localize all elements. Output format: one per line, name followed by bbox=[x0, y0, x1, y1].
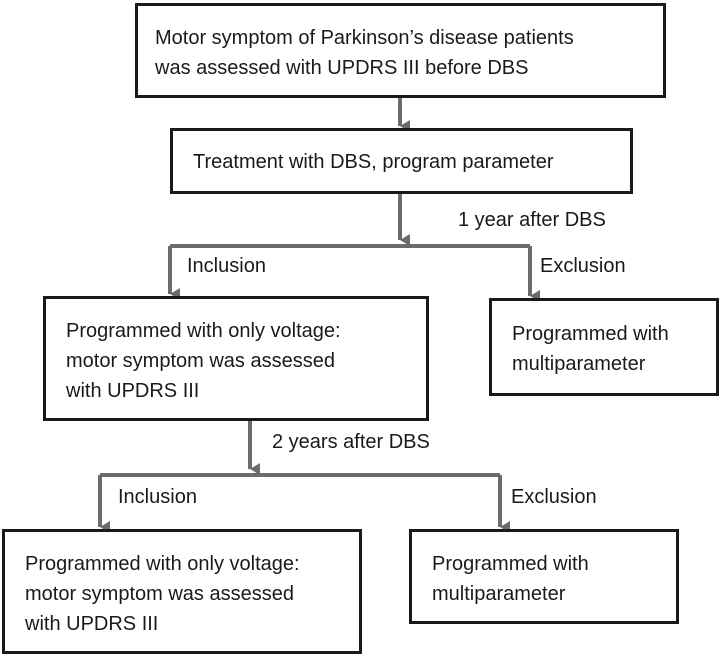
box-text-line: Programmed with only voltage: bbox=[25, 553, 300, 575]
label-exclusion-year1: Exclusion bbox=[540, 255, 626, 277]
box-text-line: with UPDRS III bbox=[66, 380, 200, 402]
box-year1-multiparameter: Programmed with multiparameter bbox=[489, 298, 719, 396]
box-text-line: was assessed with UPDRS III before DBS bbox=[155, 57, 529, 79]
box-dbs-treatment: Treatment with DBS, program parameter bbox=[170, 128, 633, 194]
box-text-line: Motor symptom of Parkinson’s disease pat… bbox=[155, 27, 574, 49]
label-1-year-after-dbs: 1 year after DBS bbox=[458, 209, 606, 231]
box-year2-multiparameter: Programmed with multiparameter bbox=[409, 529, 679, 624]
box-text-line: multiparameter bbox=[512, 353, 646, 375]
box-text-line: Programmed with only voltage: bbox=[66, 320, 341, 342]
label-inclusion-year1: Inclusion bbox=[187, 255, 266, 277]
box-pre-dbs-assessment: Motor symptom of Parkinson’s disease pat… bbox=[135, 3, 666, 98]
box-text-line: Treatment with DBS, program parameter bbox=[193, 151, 554, 173]
label-2-years-after-dbs: 2 years after DBS bbox=[272, 431, 430, 453]
box-text-line: motor symptom was assessed bbox=[25, 583, 294, 605]
label-exclusion-year2: Exclusion bbox=[511, 486, 597, 508]
box-year2-voltage-only: Programmed with only voltage: motor symp… bbox=[2, 529, 362, 654]
label-inclusion-year2: Inclusion bbox=[118, 486, 197, 508]
box-text-line: multiparameter bbox=[432, 583, 566, 605]
box-year1-voltage-only: Programmed with only voltage: motor symp… bbox=[43, 296, 429, 421]
box-text-line: Programmed with bbox=[432, 553, 589, 575]
box-text-line: Programmed with bbox=[512, 323, 669, 345]
box-text-line: with UPDRS III bbox=[25, 613, 159, 635]
box-text-line: motor symptom was assessed bbox=[66, 350, 335, 372]
